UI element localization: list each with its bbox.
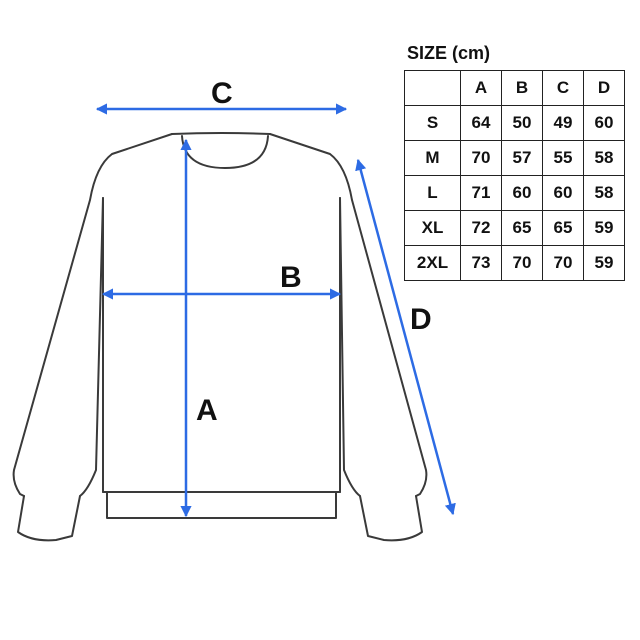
value-cell: 55 (542, 140, 584, 176)
arrow-d (355, 158, 456, 516)
left-sleeve-inner (79, 197, 104, 497)
size-cell: 2XL (404, 245, 461, 281)
size-table: A B C D S 64 50 49 60 M 70 57 55 58 L 71… (404, 70, 625, 281)
value-cell: 60 (542, 175, 584, 211)
label-c: C (211, 77, 233, 110)
sweatshirt-outline (12, 132, 428, 542)
table-row: M 70 57 55 58 (404, 140, 625, 176)
table-row: S 64 50 49 60 (404, 105, 625, 141)
waistband-bottom (106, 491, 337, 519)
value-cell: 65 (542, 210, 584, 246)
value-cell: 65 (501, 210, 543, 246)
right-sleeve-inner (339, 197, 361, 497)
table-header-cell: A (460, 70, 502, 106)
collar-inner (181, 135, 269, 169)
value-cell: 49 (542, 105, 584, 141)
measurement-arrows (95, 103, 456, 518)
value-cell: 58 (583, 175, 625, 211)
label-a: A (196, 394, 218, 427)
label-d: D (410, 303, 432, 336)
right-cuff (359, 495, 423, 542)
left-cuff (17, 495, 81, 542)
value-cell: 58 (583, 140, 625, 176)
value-cell: 70 (542, 245, 584, 281)
table-header-row: A B C D (404, 70, 625, 106)
table-header-cell: D (583, 70, 625, 106)
value-cell: 60 (501, 175, 543, 211)
label-b: B (280, 261, 302, 294)
table-row: 2XL 73 70 70 59 (404, 245, 625, 281)
left-sleeve-outer (12, 133, 173, 497)
size-table-title: SIZE (cm) (407, 43, 491, 63)
value-cell: 70 (460, 140, 502, 176)
table-header-cell (404, 70, 461, 106)
right-sleeve-outer (269, 133, 428, 497)
table-row: XL 72 65 65 59 (404, 210, 625, 246)
value-cell: 59 (583, 210, 625, 246)
size-cell: S (404, 105, 461, 141)
table-header-cell: C (542, 70, 584, 106)
value-cell: 50 (501, 105, 543, 141)
value-cell: 60 (583, 105, 625, 141)
size-cell: XL (404, 210, 461, 246)
value-cell: 59 (583, 245, 625, 281)
collar-outer (171, 132, 271, 135)
value-cell: 57 (501, 140, 543, 176)
value-cell: 71 (460, 175, 502, 211)
table-row: L 71 60 60 58 (404, 175, 625, 211)
value-cell: 70 (501, 245, 543, 281)
value-cell: 73 (460, 245, 502, 281)
size-cell: M (404, 140, 461, 176)
table-header-cell: B (501, 70, 543, 106)
size-cell: L (404, 175, 461, 211)
value-cell: 64 (460, 105, 502, 141)
value-cell: 72 (460, 210, 502, 246)
